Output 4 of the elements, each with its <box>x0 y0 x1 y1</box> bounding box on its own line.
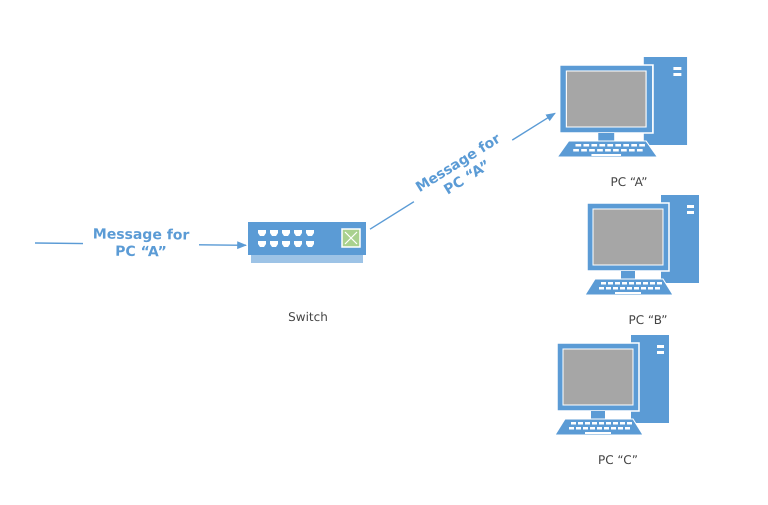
node-label: PC “B” <box>627 313 669 327</box>
node-label: PC “C” <box>596 453 640 467</box>
node-label: PC “A” <box>609 175 649 189</box>
node-label: Switch <box>287 310 329 324</box>
